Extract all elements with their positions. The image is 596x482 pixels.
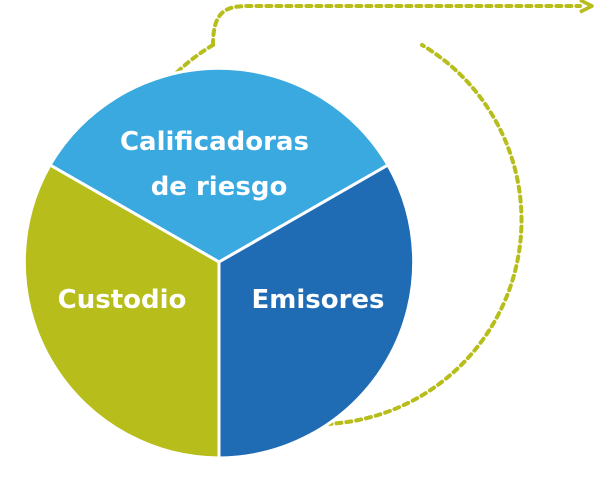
segment-top-label-line-1: Calificadoras [120,127,309,157]
segment-top [47,66,391,264]
segment-right [217,162,416,460]
segment-left-label: Custodio [58,285,187,315]
segment-right-label: Emisores [251,285,384,315]
arrow-head-icon [579,0,594,14]
segment-top-label: Calificadoras de riesgo [120,127,318,202]
segment-left [22,162,221,460]
segment-top-label-line-2: de riesgo [151,172,288,202]
